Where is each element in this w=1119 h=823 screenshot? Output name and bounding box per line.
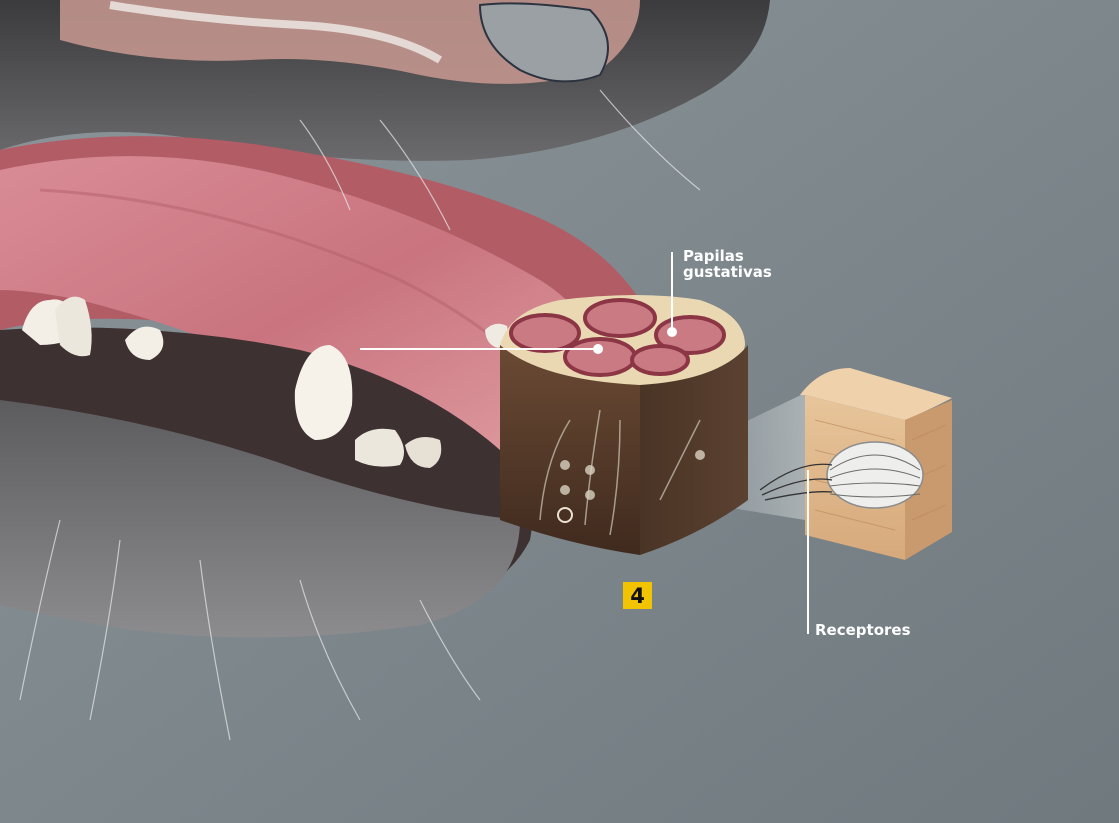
step-badge: 4	[623, 582, 652, 609]
papilas-label: Papilas gustativas	[683, 249, 803, 281]
receptores-label: Receptores	[815, 623, 911, 639]
